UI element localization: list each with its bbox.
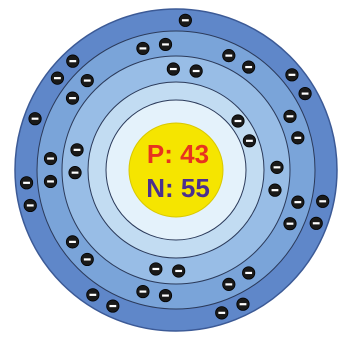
electron-shell-3-16 [159, 38, 171, 50]
electron-shell-4-9 [24, 199, 36, 211]
neutron-count-label: N: 55 [146, 173, 210, 203]
proton-count-label: P: 43 [147, 139, 209, 169]
electron-shell-3-15 [137, 42, 149, 54]
electron-shell-2-1 [271, 161, 283, 173]
electron-shell-3-10 [66, 236, 78, 248]
electron-shell-2-2 [269, 184, 281, 196]
electron-shell-3-11 [44, 175, 56, 187]
electron-shell-4-10 [20, 177, 32, 189]
electron-shell-5-1 [29, 112, 41, 124]
electron-shell-3-5 [242, 267, 254, 279]
electron-shell-2-4 [150, 263, 162, 275]
electron-shell-2-7 [167, 63, 179, 75]
electron-shell-4-12 [67, 55, 79, 67]
electron-shell-3-1 [284, 110, 296, 122]
electron-shell-2-5 [69, 166, 81, 178]
electron-shell-2-8 [190, 65, 202, 77]
electron-shell-3-3 [292, 196, 304, 208]
electron-shell-3-8 [137, 285, 149, 297]
electron-shell-4-13 [179, 14, 191, 26]
electron-shell-3-9 [81, 253, 93, 265]
electron-shell-1-1 [232, 115, 244, 127]
electron-shell-4-2 [299, 87, 311, 99]
electron-shell-2-6 [71, 144, 83, 156]
electron-shell-4-3 [316, 195, 328, 207]
electron-shell-3-7 [159, 289, 171, 301]
electron-shell-3-12 [44, 152, 56, 164]
electron-shell-4-6 [216, 307, 228, 319]
electron-shell-4-1 [286, 69, 298, 81]
electron-shell-4-7 [107, 300, 119, 312]
electron-shell-3-6 [223, 278, 235, 290]
electron-shell-4-8 [87, 289, 99, 301]
electron-shell-4-4 [310, 217, 322, 229]
electron-shell-3-2 [292, 132, 304, 144]
electron-shell-3-14 [81, 74, 93, 86]
electron-shell-3-4 [284, 217, 296, 229]
electron-shell-2-3 [172, 265, 184, 277]
electron-shell-3-17 [223, 49, 235, 61]
electron-shell-1-2 [243, 135, 255, 147]
electron-shell-3-13 [66, 92, 78, 104]
electron-shell-4-11 [51, 72, 63, 84]
electron-shell-4-5 [237, 298, 249, 310]
electron-shell-3-18 [242, 61, 254, 73]
